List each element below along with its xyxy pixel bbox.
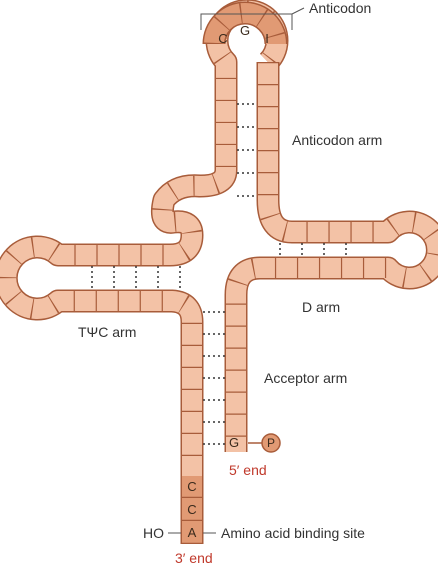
anticodon-nucleotide-2: G [239,23,251,38]
right-strand-fill [226,62,438,452]
trna-strands [0,0,438,544]
d-arm-label: D arm [302,299,341,315]
acceptor-tail-nucleotide-3: A [187,525,197,540]
base-pair-dots [91,103,347,445]
acceptor-tail-nucleotide-2: C [187,502,197,517]
anticodon-label: Anticodon [309,0,372,16]
acceptor-arm-label: Acceptor arm [264,370,348,386]
tpsic-arm-label: TΨC arm [78,324,137,340]
anticodon-arm-label: Anticodon arm [292,132,383,148]
five-prime-end-label: 5′ end [229,462,267,478]
three-prime-end-label: 3′ end [175,550,213,566]
ho-label: HO [143,525,164,541]
acceptor-tail-nucleotide-1: C [187,479,197,494]
anticodon-loop-fill [204,3,286,45]
left-strand-segments [0,0,287,544]
anticodon-nucleotide-3: I [265,31,269,46]
anticodon-leader [291,7,305,15]
anticodon-nucleotide-1: C [218,31,228,46]
anticodon-bracket [200,13,293,30]
phosphate-label: P [266,436,275,450]
phosphate-circle [261,433,281,453]
amino-acid-binding-site-label: Amino acid binding site [221,525,365,541]
five-prime-nucleotide: G [228,435,240,450]
